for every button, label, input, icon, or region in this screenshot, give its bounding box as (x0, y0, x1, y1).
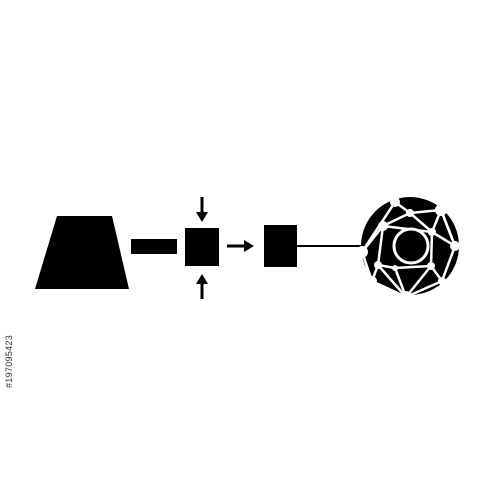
trapezoid-shape (35, 216, 129, 289)
arrow-right-icon (227, 240, 254, 252)
arrow-down-icon (196, 197, 208, 222)
connector-bar (131, 239, 177, 254)
network-sphere-icon (356, 197, 460, 303)
stock-id-label: #197095423 (4, 334, 14, 388)
processing-box (185, 197, 219, 299)
arrow-up-icon (196, 274, 208, 299)
output-box (264, 225, 297, 267)
